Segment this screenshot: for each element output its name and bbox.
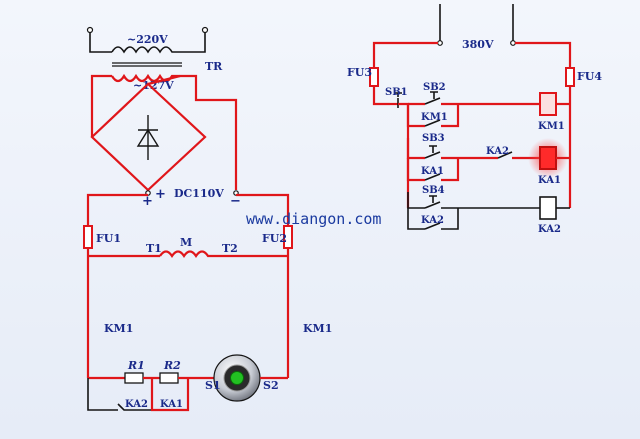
resistor-r2 — [159, 372, 179, 384]
label-ka1-coil: KA1 — [538, 175, 561, 186]
sb2-button-icon — [430, 91, 438, 99]
fuse-fu4 — [565, 67, 575, 87]
coil-ka2 — [539, 196, 557, 220]
label-m: M — [180, 236, 192, 249]
resistor-branch: R1 R2 KA2 KA1 — [87, 359, 215, 412]
label-380v: 380V — [462, 38, 494, 51]
resistor-r1 — [124, 372, 144, 384]
coil-ka1 — [539, 146, 557, 170]
label-dc110v: DC110V — [174, 187, 224, 200]
running-indicator — [230, 371, 244, 385]
label-plus: + — [155, 187, 166, 202]
label-tr: TR — [205, 60, 223, 73]
label-ka2-contact: KA2 — [486, 146, 509, 157]
label-km1-contact: KM1 — [421, 112, 448, 123]
label-km1-right: KM1 — [303, 322, 332, 335]
watermark: www.diangon.com — [246, 210, 381, 228]
rectifier-section: + + − DC110V — [90, 74, 241, 209]
rung-ka2: SB4 KA2 KA2 — [407, 185, 570, 235]
label-sb2: SB2 — [423, 82, 446, 93]
label-sb3: SB3 — [422, 133, 445, 144]
label-fu1: FU1 — [96, 232, 121, 245]
tr-primary-coil — [111, 46, 180, 54]
sb3-button-icon — [429, 145, 437, 153]
label-minus: − — [230, 194, 241, 209]
motor-winding — [159, 250, 288, 258]
label-ka1-contact: KA1 — [421, 166, 444, 177]
sb4-button-icon — [429, 195, 437, 203]
sb1-button-icon — [394, 92, 402, 97]
label-km1-left: KM1 — [104, 322, 133, 335]
label-220v: ~220V — [127, 33, 168, 46]
label-fu2: FU2 — [262, 232, 287, 245]
label-sb1: SB1 — [385, 87, 408, 98]
label-r1: R1 — [127, 359, 145, 372]
fuse-fu1 — [83, 225, 93, 249]
motor-armature: S1 S2 — [205, 354, 288, 402]
label-sb4: SB4 — [422, 185, 445, 196]
coil-km1 — [539, 92, 557, 116]
label-km1-coil: KM1 — [538, 121, 565, 132]
diode-icon — [136, 115, 160, 160]
load-loop: FU1 FU2 T1 M T2 KM1 KM1 — [83, 193, 332, 378]
control-supply: 380V FU3 FU4 — [347, 4, 602, 208]
label-fu4: FU4 — [577, 70, 602, 83]
label-t2: T2 — [222, 242, 238, 255]
label-s2: S2 — [263, 379, 279, 392]
label-t1: T1 — [146, 242, 162, 255]
label-ka2-hold: KA2 — [421, 215, 444, 226]
label-r2: R2 — [163, 359, 181, 372]
label-ka1-bottom: KA1 — [160, 399, 183, 410]
label-s1: S1 — [205, 379, 221, 392]
tr-secondary-coil — [111, 73, 180, 83]
label-plus-lower: + — [142, 194, 153, 209]
label-fu3: FU3 — [347, 66, 372, 79]
rung-ka1: SB3 KA2 KA1 KA1 — [406, 133, 570, 186]
label-ka2-coil: KA2 — [538, 224, 561, 235]
label-ka2-bottom: KA2 — [125, 399, 148, 410]
